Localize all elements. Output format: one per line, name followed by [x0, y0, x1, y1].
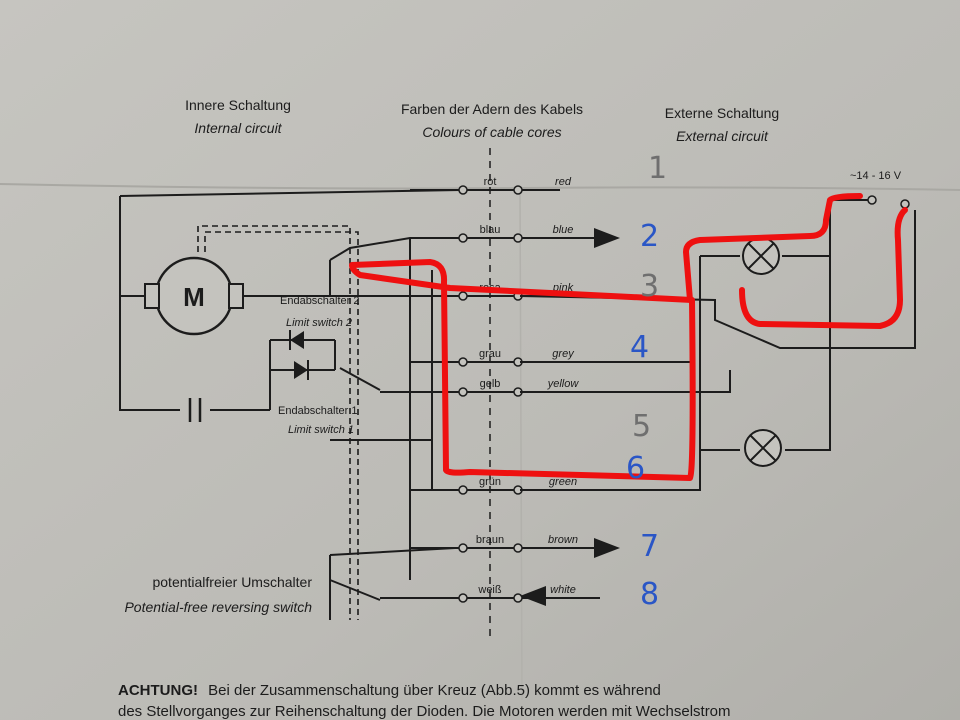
wire-label-de-6: grün — [479, 476, 501, 488]
handwritten-number-5: 5 — [632, 409, 651, 444]
white-arrow-left — [520, 586, 546, 606]
external-circuit-title-de: Externe Schaltung — [665, 105, 779, 121]
diode-1-symbol — [289, 330, 304, 350]
limit-switch-1-label-de: Endabschalter 1 — [278, 405, 358, 417]
output-arrows — [520, 228, 620, 606]
paper-crease — [519, 187, 523, 701]
terminal-left-6 — [458, 485, 468, 495]
wire-label-en-2: blue — [553, 224, 574, 236]
reversing-switch-label-de: potentialfreier Umschalter — [152, 574, 312, 590]
diode-2-symbol — [294, 360, 309, 380]
handwritten-number-7: 7 — [640, 529, 659, 564]
terminal-left-8 — [458, 593, 468, 603]
handwritten-wire-numbers: 1 2 3 4 5 6 7 8 — [626, 151, 667, 612]
handwritten-number-6: 6 — [626, 451, 645, 486]
wire-label-de-8: weiß — [477, 584, 502, 596]
internal-circuit-title-en: Internal circuit — [194, 120, 282, 136]
handwritten-number-3: 3 — [640, 269, 659, 304]
brown-arrow-right — [594, 538, 620, 558]
terminal-left-3 — [458, 291, 468, 301]
terminal-right-7 — [513, 543, 523, 553]
wire-label-en-1: red — [555, 176, 572, 188]
cable-colours-title-en: Colours of cable cores — [422, 124, 561, 140]
wire-label-de-2: blau — [480, 224, 501, 236]
handwritten-number-2: 2 — [640, 219, 659, 254]
terminal-left-5 — [458, 387, 468, 397]
terminal-left-1 — [458, 185, 468, 195]
warning-text: Bei der Zusammenschaltung über Kreuz (Ab… — [208, 682, 661, 699]
red-marker-annotation — [349, 193, 908, 481]
handwritten-number-4: 4 — [630, 330, 649, 365]
terminal-right-1 — [513, 185, 523, 195]
handwritten-number-8: 8 — [640, 577, 659, 612]
terminal-right-8 — [513, 593, 523, 603]
wire-label-en-4: grey — [552, 348, 575, 360]
warning-bold: ACHTUNG! — [118, 682, 198, 699]
terminal-left-4 — [458, 357, 468, 367]
wire-label-de-1: rot — [484, 176, 497, 188]
wire-label-en-7: brown — [548, 534, 578, 546]
external-circuit-title-en: External circuit — [676, 128, 769, 144]
handwritten-number-1: 1 — [648, 151, 667, 186]
limit-switch-2-label-en: Limit switch 2 — [286, 317, 352, 329]
terminal-right-2 — [513, 233, 523, 243]
terminal-left-7 — [458, 543, 468, 553]
reversing-switch-label-en: Potential-free reversing switch — [124, 599, 312, 615]
lamp-2-symbol — [744, 429, 782, 467]
lamp-1-symbol — [742, 237, 780, 275]
blue-arrow-right — [594, 228, 620, 248]
wire-label-en-8: white — [550, 584, 576, 596]
wire-label-en-5: yellow — [547, 378, 580, 390]
terminal-left-2 — [458, 233, 468, 243]
wire-label-de-7: braun — [476, 534, 504, 546]
motor-symbol: M — [144, 256, 244, 336]
mechanical-link-dashed — [197, 225, 359, 620]
supply-terminal-1 — [867, 195, 877, 205]
warning-line-1: ACHTUNG! Bei der Zusammenschaltung über … — [118, 682, 661, 699]
supply-terminal-2 — [900, 199, 910, 209]
limit-switch-1-label-en: Limit switch 1 — [288, 424, 354, 436]
internal-circuit-title-de: Innere Schaltung — [185, 97, 291, 113]
cable-colours-title-de: Farben der Adern des Kabels — [401, 101, 583, 117]
motor-label: M — [183, 282, 205, 312]
wire-label-de-4: grau — [479, 348, 501, 360]
warning-line-2: des Stellvorganges zur Reihenschaltung d… — [118, 703, 731, 720]
wire-label-de-5: gelb — [480, 378, 501, 390]
capacitor-symbol — [188, 398, 202, 422]
limit-switch-2-label-de: Endabschalter 2 — [280, 295, 360, 307]
wire-label-en-6: green — [549, 476, 577, 488]
supply-voltage-label: ~14 - 16 V — [850, 170, 902, 182]
